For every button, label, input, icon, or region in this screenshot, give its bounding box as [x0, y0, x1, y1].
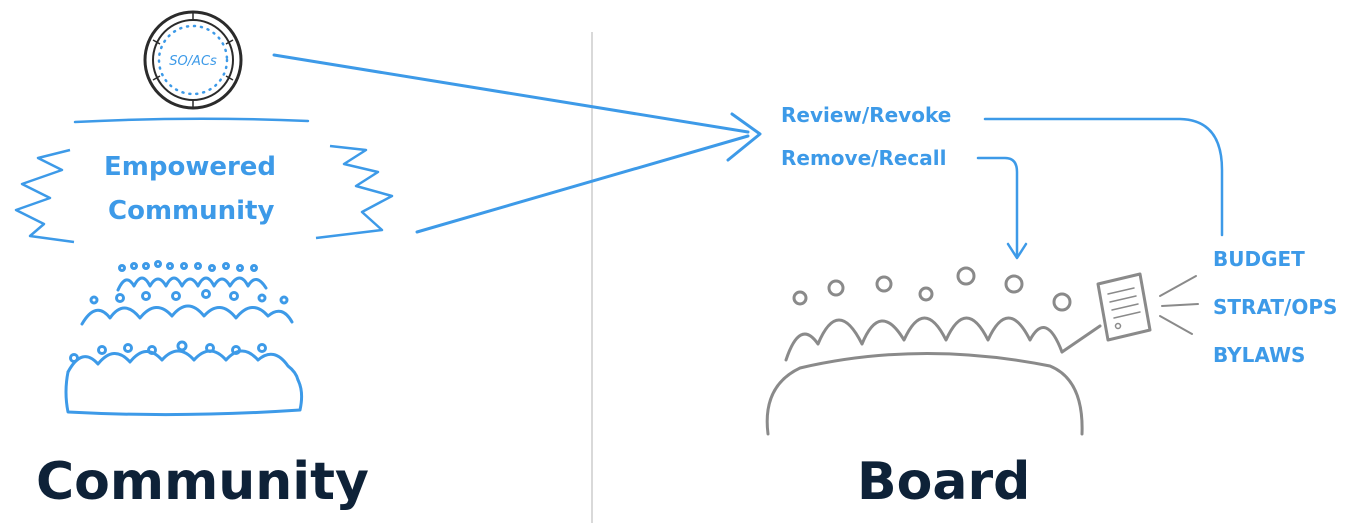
empowered-label: Empowered	[104, 152, 277, 182]
arrows-to-powers	[272, 53, 762, 234]
seal-text: SO/ACs	[169, 54, 217, 69]
remove-connector	[976, 156, 1028, 260]
board-title: Board	[857, 452, 1031, 512]
community-crowd	[64, 260, 304, 417]
so-acs-seal: SO/ACs	[143, 10, 243, 110]
board-table	[765, 266, 1199, 436]
community-label-small: Community	[108, 196, 275, 226]
bylaws-label: BYLAWS	[1213, 343, 1306, 367]
review-revoke-label: Review/Revoke	[781, 103, 952, 127]
seal-underline	[73, 117, 310, 124]
strat-ops-label: STRAT/OPS	[1213, 295, 1338, 319]
burst-left	[14, 148, 75, 244]
remove-recall-label: Remove/Recall	[781, 146, 947, 170]
burst-right	[315, 144, 394, 240]
budget-label: BUDGET	[1213, 247, 1305, 271]
community-title: Community	[36, 452, 369, 512]
review-connector	[983, 117, 1224, 237]
